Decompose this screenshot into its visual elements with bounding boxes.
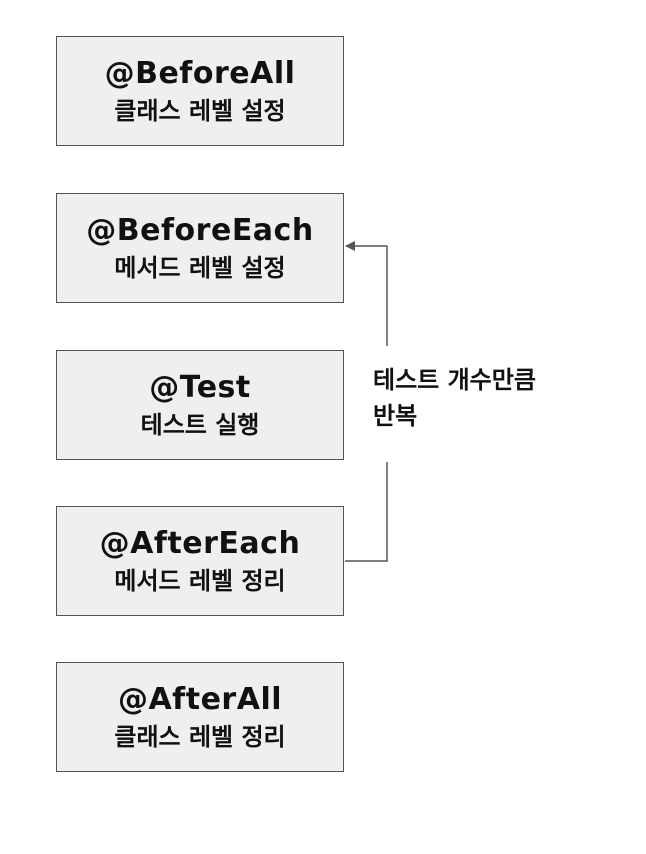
repeat-label-line1: 테스트 개수만큼 bbox=[373, 366, 536, 394]
test-title: @Test bbox=[149, 370, 251, 405]
repeat-loop-lower-line bbox=[345, 462, 388, 562]
before-each-box: @BeforeEach 메서드 레벨 설정 bbox=[56, 193, 344, 303]
before-all-box: @BeforeAll 클래스 레벨 설정 bbox=[56, 36, 344, 146]
before-each-title: @BeforeEach bbox=[86, 213, 314, 248]
test-box: @Test 테스트 실행 bbox=[56, 350, 344, 460]
after-all-box: @AfterAll 클래스 레벨 정리 bbox=[56, 662, 344, 772]
after-all-title: @AfterAll bbox=[117, 682, 283, 717]
after-all-subtitle: 클래스 레벨 정리 bbox=[114, 723, 286, 751]
repeat-label: 테스트 개수만큼 반복 bbox=[373, 362, 536, 434]
repeat-label-line2: 반복 bbox=[373, 402, 418, 430]
after-each-subtitle: 메서드 레벨 정리 bbox=[114, 567, 286, 595]
repeat-loop-upper-line bbox=[345, 241, 388, 346]
after-each-box: @AfterEach 메서드 레벨 정리 bbox=[56, 506, 344, 616]
before-all-title: @BeforeAll bbox=[104, 56, 296, 91]
after-each-title: @AfterEach bbox=[99, 526, 301, 561]
before-all-subtitle: 클래스 레벨 설정 bbox=[114, 97, 286, 125]
test-subtitle: 테스트 실행 bbox=[140, 411, 260, 439]
before-each-subtitle: 메서드 레벨 설정 bbox=[114, 254, 286, 282]
